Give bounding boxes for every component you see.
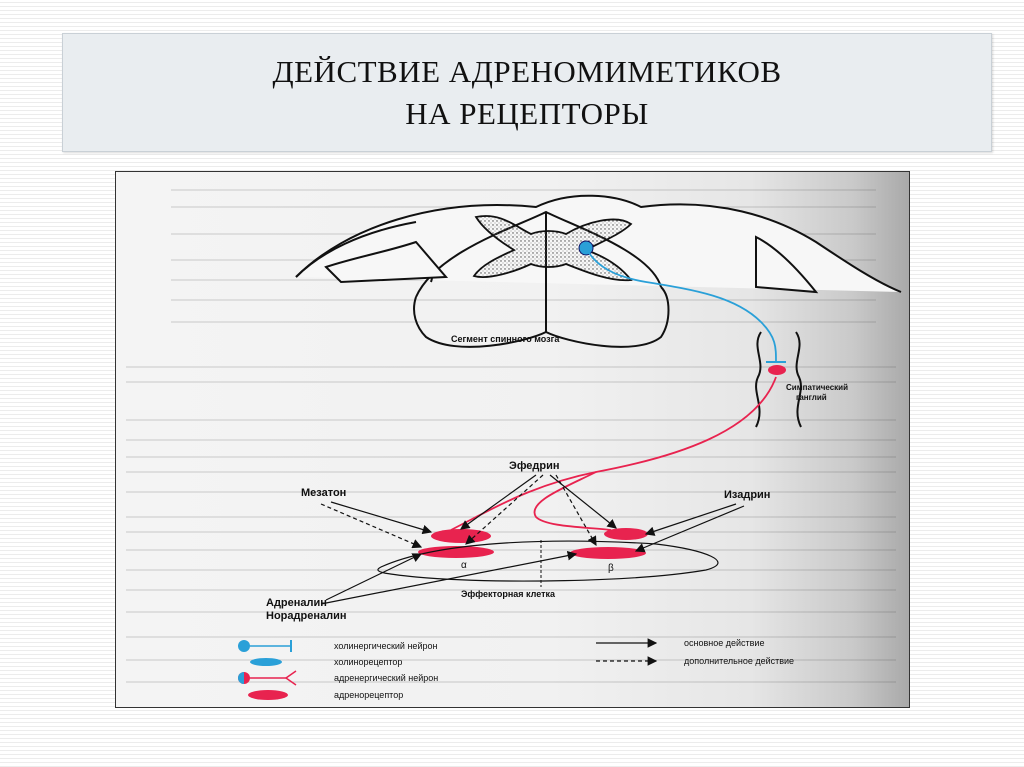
- mezaton-arrows: [320, 501, 433, 549]
- ephedrine-label: Эфедрин: [509, 460, 560, 472]
- adrenergic-axon-branch: [533, 471, 612, 531]
- cholinergic-axon: [585, 247, 777, 363]
- legend-main-action: основное действие: [596, 638, 764, 648]
- ephedrine-arrows: [460, 474, 617, 547]
- adrenergic-axon: [450, 376, 777, 531]
- legend-additional-action-label: дополнительное действие: [684, 656, 794, 666]
- ganglion-right-wall: [795, 331, 802, 428]
- slide-title-line-1: ДЕЙСТВИЕ АДРЕНОМИМЕТИКОВ: [272, 53, 782, 89]
- beta-receptor-upper: [604, 528, 648, 540]
- gray-matter-butterfly: [472, 215, 633, 282]
- beta-receptor-lower: [570, 547, 646, 559]
- diagram-svg: Сегмент спинного мозга Симпатический ган…: [126, 189, 902, 700]
- slide-title-line-2: НА РЕЦЕПТОРЫ: [405, 95, 649, 131]
- legend-cholinoreceptor: холинорецептор: [250, 657, 402, 667]
- alpha-receptor-lower: [418, 546, 494, 558]
- legend-cholinoreceptor-label: холинорецептор: [334, 657, 402, 667]
- legend-adrenergic-neuron: адренергический нейрон: [238, 670, 438, 686]
- beta-label: β: [608, 563, 614, 574]
- alpha-receptor-upper: [431, 529, 491, 543]
- background-print-lines: [126, 189, 896, 683]
- legend-cholinergic-neuron: холинергический нейрон: [238, 640, 437, 652]
- adrenaline-arrows: [320, 550, 578, 605]
- legend-cholinergic-neuron-label: холинергический нейрон: [334, 641, 437, 651]
- legend-adrenergic-neuron-label: адренергический нейрон: [334, 673, 438, 683]
- legend-adrenoreceptor: адренорецептор: [248, 690, 403, 700]
- mezaton-label: Мезатон: [301, 487, 346, 499]
- alpha-label: α: [461, 560, 467, 571]
- legend: холинергический нейрон холинорецептор ад…: [238, 638, 794, 700]
- legend-additional-action: дополнительное действие: [596, 656, 794, 666]
- ganglion-label-line-2: ганглий: [796, 393, 827, 402]
- ganglion-label-line-1: Симпатический: [786, 383, 848, 392]
- adrenaline-label: Адреналин: [266, 597, 327, 609]
- legend-main-action-label: основное действие: [684, 638, 764, 648]
- effector-cell-label: Эффекторная клетка: [461, 589, 556, 599]
- effector-cell-outline: [377, 540, 719, 582]
- ganglion-cholinoreceptor: [768, 365, 786, 375]
- diagram-figure: Сегмент спинного мозга Симпатический ган…: [115, 171, 910, 708]
- spinal-segment-label: Сегмент спинного мозга: [451, 334, 560, 344]
- izadrin-arrows: [634, 503, 745, 553]
- title-box: ДЕЙСТВИЕ АДРЕНОМИМЕТИКОВ НА РЕЦЕПТОРЫ: [62, 33, 992, 152]
- noradrenaline-label: Норадреналин: [266, 610, 346, 622]
- izadrin-label: Изадрин: [724, 489, 770, 501]
- ganglion-left-wall: [755, 331, 762, 428]
- legend-adrenoreceptor-label: адренорецептор: [334, 690, 403, 700]
